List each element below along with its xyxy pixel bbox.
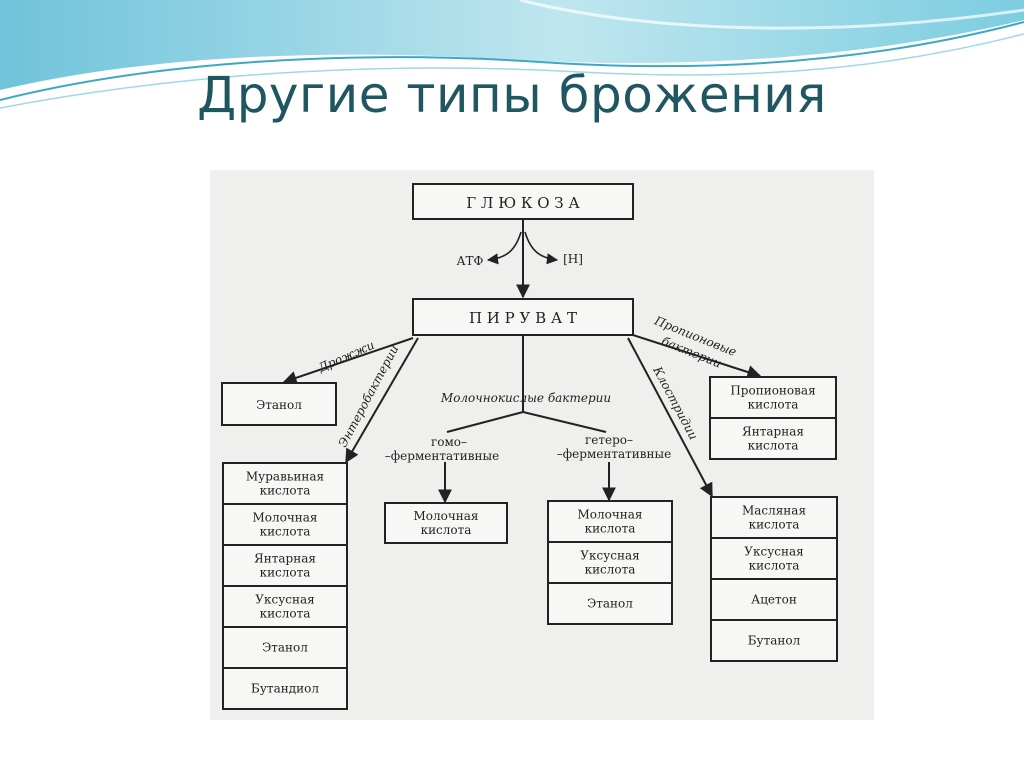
pyruvate-box: [412, 298, 634, 336]
edge-label-clostridia: Клостридии: [650, 363, 701, 442]
product-label: Бутанол: [748, 634, 801, 648]
product-cell: [222, 503, 348, 546]
atp-label: АТФ: [456, 254, 483, 268]
line-homo-branch: [446, 411, 524, 433]
product-label: кислота: [421, 523, 472, 537]
edge-label-homo-1: гомо–: [431, 435, 467, 449]
h-label: [Н]: [563, 252, 583, 266]
line-hetero-branch: [522, 411, 607, 433]
product-label: Молочная: [413, 509, 478, 523]
ethanol-box-label: Этанол: [256, 398, 302, 412]
product-label: кислота: [749, 518, 800, 532]
pyruvate-label: П И Р У В А Т: [469, 309, 577, 327]
product-cell: [547, 582, 673, 625]
product-cell: [222, 544, 348, 587]
product-cell: [222, 462, 348, 505]
product-cell: [709, 417, 837, 460]
header-wave-decoration: [0, 0, 1024, 109]
arrow-clostridia: [627, 337, 713, 498]
product-label: Молочная: [252, 511, 317, 525]
product-label: кислота: [260, 607, 311, 621]
ethanol-box: [221, 382, 337, 426]
product-label: Этанол: [262, 641, 308, 655]
product-label: кислота: [749, 559, 800, 573]
glucose-box: [412, 183, 634, 220]
arrow-enterobacteria: [345, 337, 419, 464]
edge-label-yeast: Дрожжи: [315, 338, 376, 375]
edge-label-homo-2: –ферментативные: [385, 449, 499, 463]
product-label: Уксусная: [580, 549, 639, 563]
glucose-label: Г Л Ю К О З А: [466, 194, 580, 212]
arrow-yeast: [282, 337, 414, 385]
product-label: кислота: [260, 566, 311, 580]
entero-products: МуравьинаякислотаМолочнаякислотаЯнтарная…: [222, 462, 348, 710]
product-label: Молочная: [577, 508, 642, 522]
product-label: Масляная: [742, 504, 806, 518]
product-label: Ацетон: [751, 593, 797, 607]
product-label: Янтарная: [254, 552, 316, 566]
product-cell: [384, 502, 508, 544]
product-cell: [710, 619, 838, 662]
product-label: кислота: [748, 439, 799, 453]
edge-label-hetero-2: –ферментативные: [557, 447, 671, 461]
product-label: кислота: [748, 398, 799, 412]
product-cell: [222, 585, 348, 628]
edge-label-hetero-1: гетеро–: [585, 433, 633, 447]
product-label: Уксусная: [744, 545, 803, 559]
product-label: Уксусная: [255, 593, 314, 607]
edge-label-lactic: Молочнокислые бактерии: [440, 391, 611, 405]
product-label: Пропионовая: [730, 384, 815, 398]
product-cell: [222, 626, 348, 669]
arrow-propionic: [632, 334, 762, 379]
arrow-atp: [486, 231, 522, 265]
arrow-h: [524, 231, 559, 265]
product-label: кислота: [260, 484, 311, 498]
product-label: Янтарная: [742, 425, 804, 439]
product-label: Этанол: [587, 597, 633, 611]
product-label: Бутандиол: [251, 682, 319, 696]
clostridia-products: МаслянаякислотаУксуснаякислотаАцетонБута…: [710, 496, 838, 662]
product-label: Муравьиная: [246, 470, 324, 484]
product-label: кислота: [585, 522, 636, 536]
slide-title: Другие типы брожения: [197, 66, 827, 124]
product-cell: [222, 667, 348, 710]
product-label: кислота: [260, 525, 311, 539]
product-cell: [547, 541, 673, 584]
product-label: кислота: [585, 563, 636, 577]
product-cell: [710, 578, 838, 621]
